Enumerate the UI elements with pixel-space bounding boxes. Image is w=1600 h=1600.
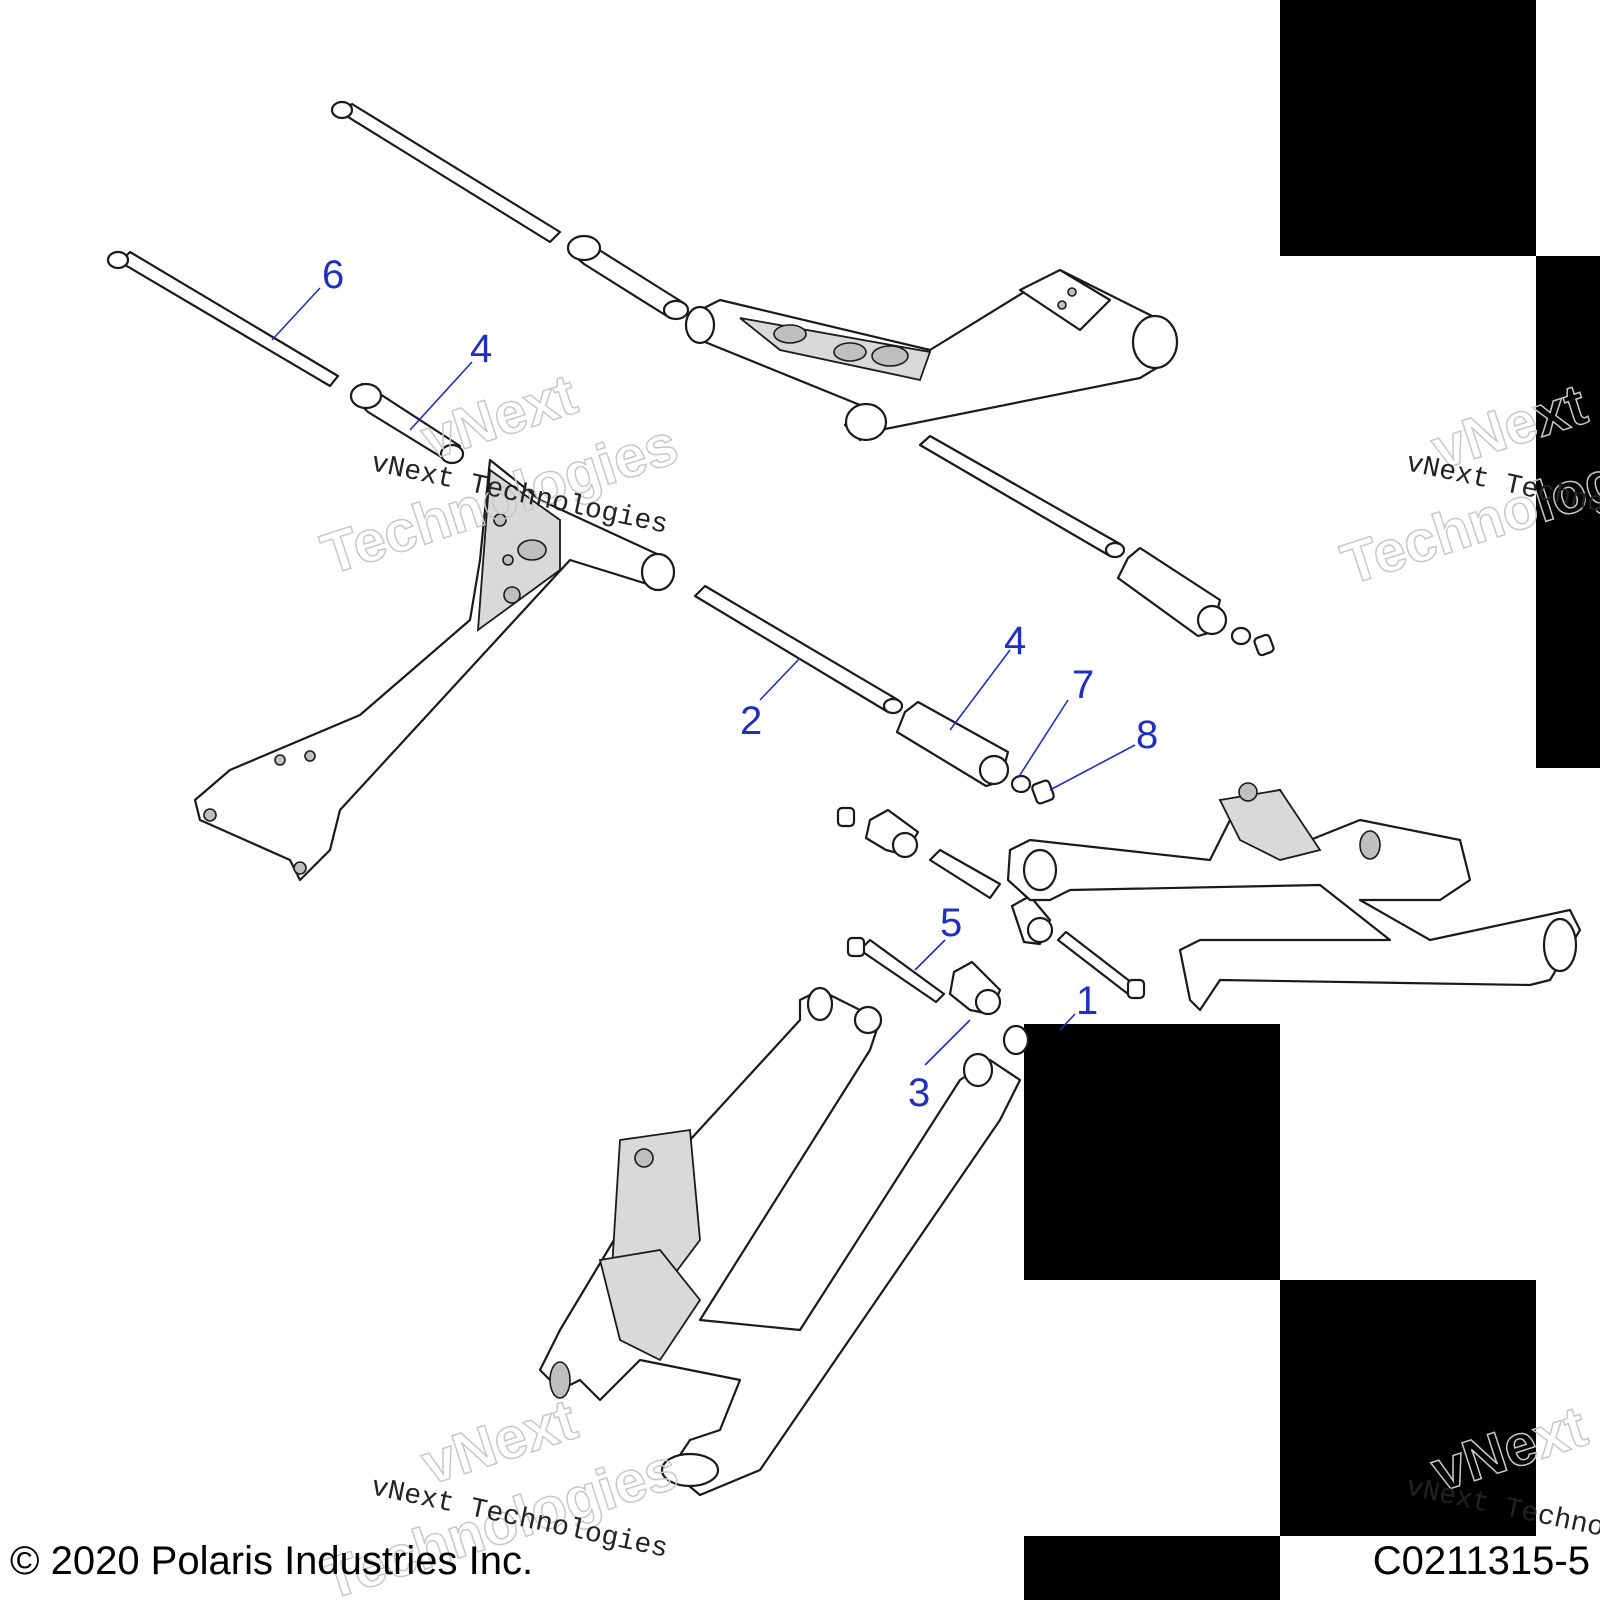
diagram-id: C0211315-5 xyxy=(1373,1539,1590,1583)
leader-8 xyxy=(1049,744,1136,791)
left-bushing-4b xyxy=(895,700,1010,788)
left-long-bolt-6 xyxy=(106,250,340,388)
callout-1: 1 xyxy=(1076,979,1098,1023)
redaction-blocks xyxy=(1024,0,1600,1600)
redaction-block xyxy=(1024,1024,1280,1280)
footer: © 2020 Polaris Industries Inc. C0211315-… xyxy=(10,1539,1590,1583)
callout-5: 5 xyxy=(940,901,962,945)
redaction-block xyxy=(1280,1280,1536,1536)
left-tube-2 xyxy=(693,584,904,715)
leader-4a xyxy=(409,361,473,431)
redaction-block xyxy=(1280,0,1536,256)
upper-a-arm xyxy=(684,268,1179,442)
left-bushing-4 xyxy=(349,382,465,465)
left-a-arm xyxy=(193,458,676,882)
nut-8 xyxy=(1031,779,1055,805)
washer-7 xyxy=(1010,774,1032,794)
copyright-text: © 2020 Polaris Industries Inc. xyxy=(10,1539,533,1583)
redaction-block xyxy=(1024,1536,1280,1600)
callout-7: 7 xyxy=(1072,663,1094,707)
bolt-5 xyxy=(846,936,946,1004)
callout-4a: 4 xyxy=(470,327,492,371)
redaction-block xyxy=(1536,256,1600,768)
callout-8: 8 xyxy=(1136,713,1158,757)
lower-right-a-arm xyxy=(1006,782,1582,1012)
callout-labels: 1 2 3 4 4 5 6 7 8 xyxy=(322,253,1158,1115)
leader-7 xyxy=(1017,699,1069,779)
leader-4b xyxy=(949,649,1011,731)
leader-1 xyxy=(1059,1013,1076,1031)
leader-2 xyxy=(759,657,801,701)
leader-6 xyxy=(271,287,321,341)
upper-bushing xyxy=(566,234,690,321)
upper-right-tube xyxy=(918,434,1275,657)
callout-3: 3 xyxy=(908,1071,930,1115)
leader-5 xyxy=(914,939,946,971)
lower-right-hardware xyxy=(836,806,1146,1000)
callout-2: 2 xyxy=(740,699,762,743)
leader-lines xyxy=(271,287,1136,1066)
leader-3 xyxy=(924,1019,971,1066)
bushing-3 xyxy=(948,960,1002,1016)
upper-long-bolt xyxy=(330,100,562,244)
callout-6: 6 xyxy=(322,253,344,297)
callout-4b: 4 xyxy=(1004,619,1026,663)
lower-trailing-arm xyxy=(538,986,1030,1497)
